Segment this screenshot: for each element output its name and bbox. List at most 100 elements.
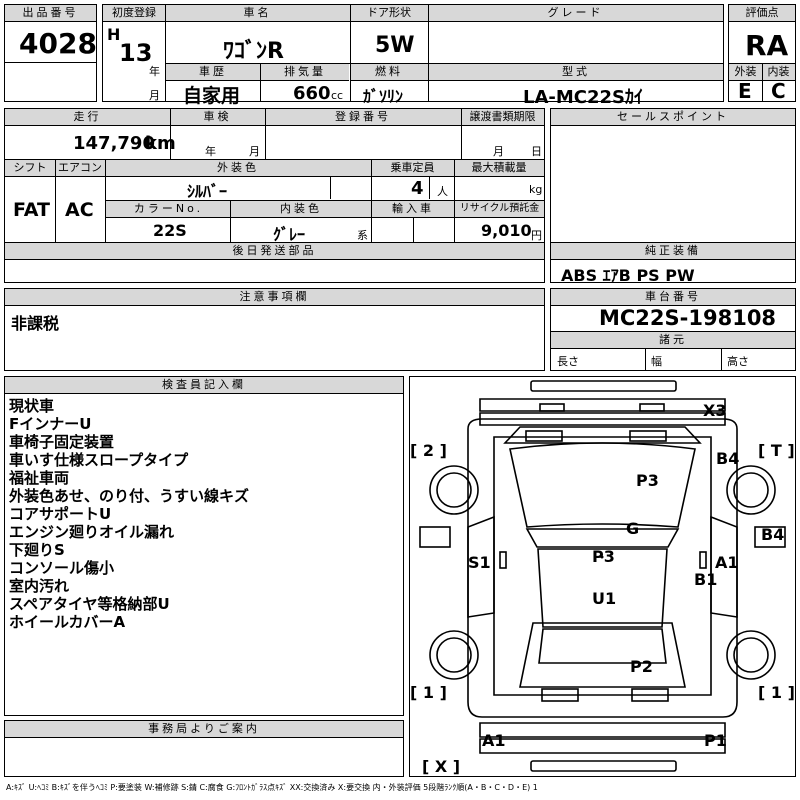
name-label: 車名 (165, 5, 350, 22)
damage-u1: U1 (592, 589, 617, 608)
regno-label: 登録番号 (265, 109, 461, 126)
tire-rear-right: [ 1 ] (758, 683, 795, 702)
details-box: 走行 車検 登録番号 譲渡書類期限 147,790 km 年 月 月 日 シフト… (4, 108, 545, 283)
interior-label: 内装色 (231, 201, 371, 218)
history-label: 車歴 (166, 64, 260, 81)
disp-label: 排気量 (261, 64, 349, 81)
tire-front-right: [ T ] (758, 441, 795, 460)
colorno-label: カラーNo. (106, 201, 231, 218)
first-reg-label: 初度登録 (103, 5, 165, 22)
int-label: 内装 (762, 64, 795, 81)
score-value: RA (745, 29, 789, 62)
tire-rear-left: [ 1 ] (410, 683, 447, 702)
recycle-label: リサイクル預託金 (455, 201, 544, 218)
ext-label: 外装 (729, 64, 762, 81)
inspector-note: コアサポートU (9, 505, 112, 523)
inspector-note: 現状車 (9, 397, 55, 415)
caution-label: 注意事項欄 (5, 289, 544, 306)
transfer-day-unit: 日 (531, 145, 542, 158)
inspector-note: 下廻りS (9, 541, 65, 559)
fuel-label: 燃料 (350, 64, 428, 81)
tire-front-left: [ 2 ] (410, 441, 447, 460)
inspection-label: 車検 (170, 109, 265, 126)
disp-unit: cc (331, 89, 344, 102)
inspector-note: FインナーU (9, 415, 92, 433)
inspector-note: スペアタイヤ等格納部U (9, 595, 170, 613)
load-label: 最大積載量 (454, 160, 544, 177)
inspector-note: 室内汚れ (9, 577, 70, 595)
score-box: 評価点 RA 外装 内装 E C (728, 4, 796, 103)
color-value: ｼﾙﾊﾞｰ (187, 182, 228, 201)
dim-length: 長さ (557, 355, 579, 368)
ac-label: エアコン (55, 160, 105, 177)
equipment-label: 純正装備 (551, 243, 795, 260)
inspection-month-unit: 月 (249, 145, 260, 158)
office-box: 事務局よりご案内 (4, 720, 404, 777)
ext-score: E (738, 79, 752, 103)
import-label: 輸入車 (372, 201, 454, 218)
history-value: 自家用 (183, 85, 241, 107)
inspector-note: コンソール傷小 (9, 559, 115, 577)
year-unit: 年 (149, 65, 160, 78)
dim-height: 高さ (727, 355, 749, 368)
car-diagram: X3 B4 B4 P3 G P3 S1 A1 B1 U1 P2 A1 P1 [ … (409, 376, 796, 777)
interior-unit: 系 (357, 229, 368, 242)
damage-p1: P1 (704, 731, 727, 750)
caution-value: 非課税 (11, 314, 60, 333)
caution-box: 注意事項欄 非課税 (4, 288, 545, 371)
capacity-unit: 人 (437, 185, 448, 198)
lot-label: 出品番号 (5, 5, 96, 22)
transfer-label: 譲渡書類期限 (461, 109, 544, 126)
grade-label: グレード (428, 5, 723, 22)
spare-tire: [ X ] (422, 757, 461, 776)
damage-a1-side: A1 (715, 553, 739, 572)
equipment-value: ABS ｴｱB PS PW (561, 266, 695, 285)
damage-a1-rear: A1 (482, 731, 506, 750)
mileage-label: 走行 (5, 109, 170, 126)
car-outline-drawing (419, 380, 786, 772)
damage-b4-side: B4 (761, 525, 785, 544)
office-label: 事務局よりご案内 (5, 721, 403, 738)
ac-value: AC (65, 199, 94, 221)
shift-value: FAT (13, 199, 50, 221)
sales-point-box: セールスポイント 純正装備 ABS ｴｱB PS PW (550, 108, 796, 285)
inspector-note: エンジン廻りオイル漏れ (9, 523, 175, 541)
colorno-value: 22S (153, 221, 187, 240)
inspector-note: ホイールカバーA (9, 613, 126, 631)
era: H (107, 25, 121, 44)
inspector-note: 車いす仕様スロープタイプ (9, 451, 189, 469)
month-unit: 月 (149, 89, 160, 102)
inspector-note: 福祉車両 (9, 469, 70, 487)
chassis-value: MC22S-198108 (599, 306, 777, 330)
interior-value: ｸﾞﾚｰ (273, 225, 306, 244)
recycle-value: 9,010 (481, 221, 532, 240)
mileage-value: 147,790 (73, 133, 155, 154)
recycle-unit: 円 (531, 229, 542, 242)
door-type: 5W (375, 33, 415, 58)
damage-p2: P2 (630, 657, 653, 676)
capacity-value: 4 (411, 178, 424, 199)
damage-b4-front: B4 (716, 449, 740, 468)
capacity-label: 乗車定員 (371, 160, 454, 177)
damage-x3: X3 (703, 401, 727, 420)
score-label: 評価点 (729, 5, 795, 22)
model-value: LA-MC22Sｶｲ (523, 87, 644, 108)
sales-point-label: セールスポイント (551, 109, 795, 126)
damage-g: G (626, 519, 640, 538)
dim-width: 幅 (651, 355, 662, 368)
lot-number: 4028 (19, 27, 97, 60)
model-label: 型式 (429, 64, 723, 81)
damage-p3-hood: P3 (636, 471, 659, 490)
int-score: C (771, 79, 786, 103)
door-label: ドア形状 (350, 5, 428, 22)
inspector-note: 車椅子固定装置 (9, 433, 115, 451)
mileage-unit: km (145, 133, 176, 154)
load-unit: kg (529, 183, 543, 196)
car-name: ﾜｺﾞﾝR (223, 39, 284, 64)
inspection-year-unit: 年 (205, 145, 216, 158)
inspector-label: 検査員記入欄 (5, 377, 403, 394)
year: 13 (119, 39, 153, 67)
shift-label: シフト (5, 160, 55, 177)
